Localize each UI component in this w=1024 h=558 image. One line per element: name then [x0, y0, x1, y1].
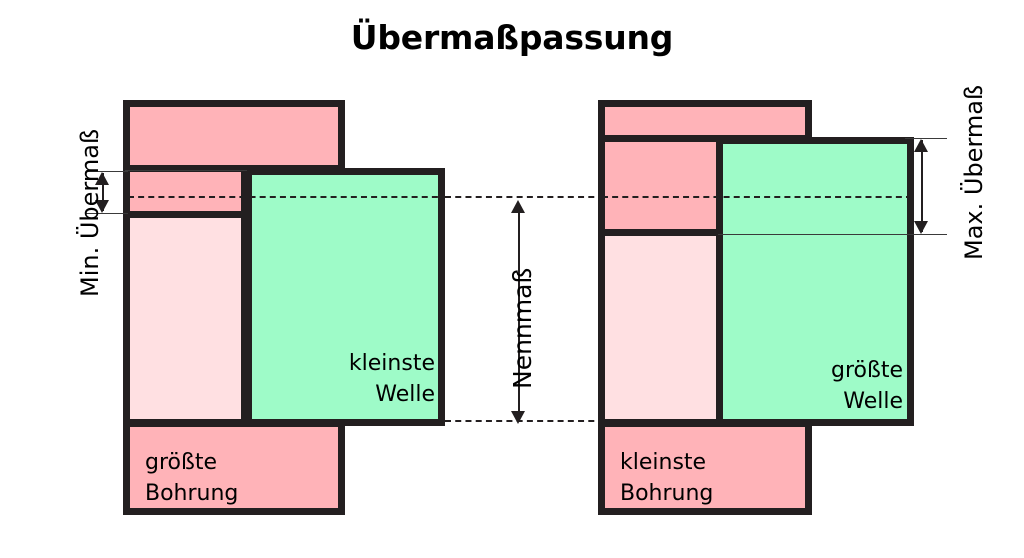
- max-uebermass-dim-line: [921, 140, 923, 232]
- min-uebermass-arrow-down: [95, 200, 109, 213]
- nennmass-arrow-up: [511, 200, 525, 213]
- right-centerline-dashed: [602, 196, 912, 198]
- right-hole-bottom-block: [598, 420, 812, 515]
- right-hole-label: kleinste Bohrung: [620, 450, 714, 506]
- page-title: Übermaßpassung: [350, 18, 674, 57]
- max-uebermass-arrow-down: [914, 221, 928, 234]
- nennmass-dim-line: [518, 208, 520, 418]
- right-hole-lower-block: [598, 229, 723, 426]
- min-uebermass-ext-line-bottom: [86, 213, 128, 214]
- min-uebermass-ext-line-top: [86, 171, 128, 172]
- right-shaft-label: größte Welle: [830, 358, 903, 414]
- max-uebermass-label: Max. Übermaß: [960, 84, 988, 260]
- nennmass-label: Nennmaß: [508, 267, 537, 389]
- right-shaft-block: [716, 137, 914, 426]
- left-shaft-label: kleinste Welle: [348, 351, 435, 407]
- max-uebermass-ext-line-top: [905, 138, 947, 139]
- left-centerline-dashed: [128, 196, 448, 198]
- centerline-dashed-lower-middle: [445, 420, 625, 422]
- min-uebermass-dim-line: [102, 173, 104, 211]
- left-hole-top-extension: [123, 100, 345, 172]
- max-uebermass-arrow-up: [914, 139, 928, 152]
- min-uebermass-arrow-up: [95, 172, 109, 185]
- left-min-interference-upper-line: [125, 170, 247, 171]
- nennmass-arrow-down: [511, 411, 525, 424]
- max-uebermass-ext-line-bottom: [905, 234, 947, 235]
- left-hole-bottom-block: [123, 420, 345, 515]
- right-max-interference-lower-line: [718, 234, 912, 235]
- left-shaft-block: [245, 168, 445, 426]
- left-hole-label: größte Bohrung: [145, 450, 239, 506]
- min-uebermass-label: Min. Übermaß: [76, 128, 104, 297]
- left-hole-lower-block: [123, 211, 248, 426]
- centerline-dashed-upper-middle: [445, 196, 625, 198]
- right-hole-top-extension: [598, 100, 812, 142]
